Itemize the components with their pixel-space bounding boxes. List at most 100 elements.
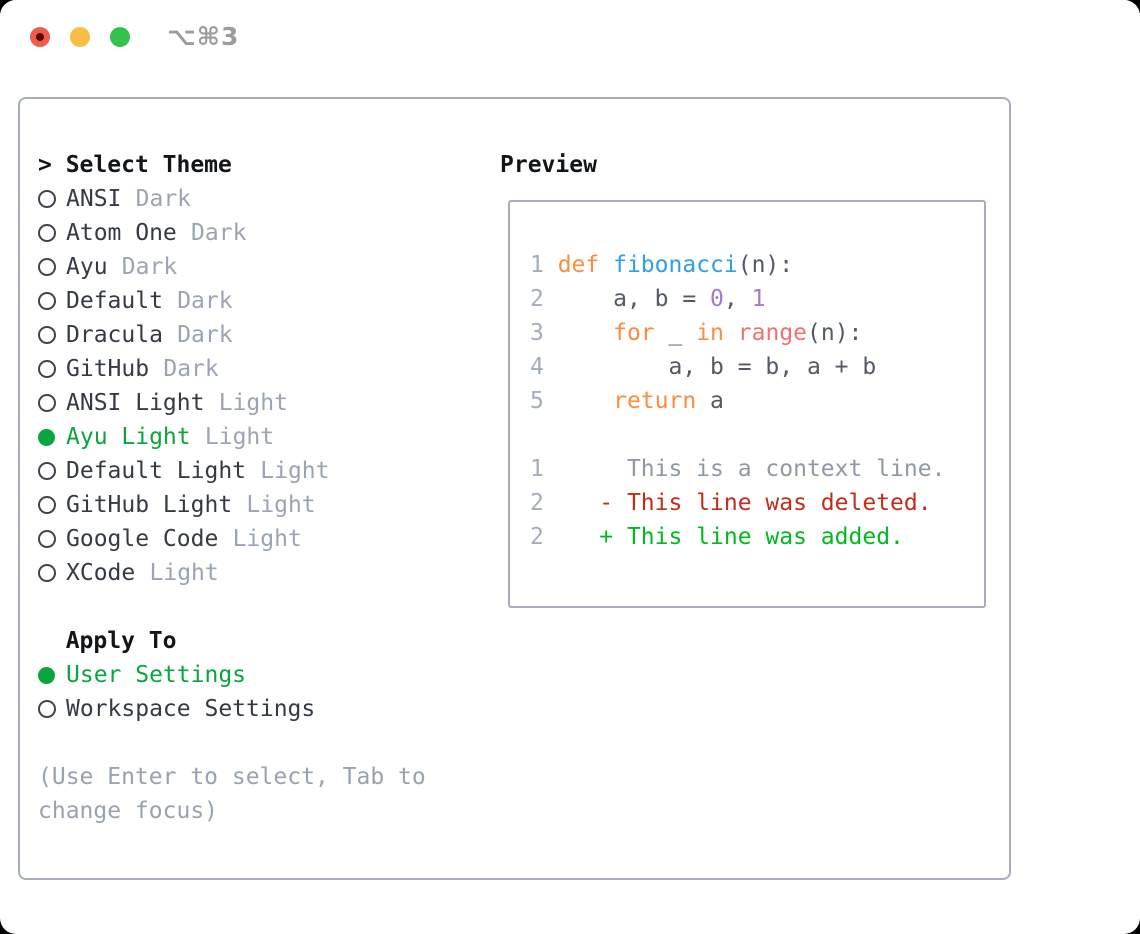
preview-line-context: 1 This is a context line.: [530, 452, 945, 486]
option-label: GitHub Light: [66, 492, 233, 518]
option-label: Dracula: [66, 322, 163, 348]
theme-option-ansi-light-light[interactable]: ANSI Light Light: [38, 386, 426, 420]
radio-cell: [38, 666, 66, 684]
radio-icon: [38, 360, 56, 378]
hint-line: (Use Enter to select, Tab to: [38, 764, 426, 790]
radio-selected-icon: [38, 428, 55, 446]
option-label: Default Light: [66, 458, 247, 484]
window-shortcut-label: ⌥⌘3: [167, 22, 240, 51]
radio-icon: [38, 190, 56, 208]
code-segment: [599, 252, 613, 278]
preview-line-code: 1 def fibonacci(n):: [530, 248, 945, 282]
radio-icon: [38, 462, 56, 480]
code-segment: 2: [530, 524, 544, 550]
code-segment: 5: [530, 388, 558, 414]
radio-cell: [38, 190, 66, 208]
apply-to-header: Apply To: [38, 624, 426, 658]
preview-line-added: 2 + This line was added.: [530, 520, 945, 554]
option-variant-label: Dark: [135, 186, 192, 212]
code-segment: [558, 320, 613, 346]
radio-selected-icon: [38, 666, 55, 684]
option-label: ANSI Light: [66, 390, 205, 416]
preview-line-deleted: 2 - This line was deleted.: [530, 486, 945, 520]
option-variant-label: Light: [149, 560, 219, 586]
option-variant-label: Light: [246, 492, 316, 518]
radio-cell: [38, 462, 66, 480]
preview-line-code: 3 for _ in range(n):: [530, 316, 945, 350]
close-button-dot-icon: [36, 33, 44, 41]
option-label: Default: [66, 288, 163, 314]
code-segment: - This line was deleted.: [599, 490, 932, 516]
apply-option-user-settings[interactable]: User Settings: [38, 658, 426, 692]
code-segment: _: [654, 320, 697, 346]
code-segment: a, b = b, a + b: [557, 354, 877, 380]
radio-cell: [38, 530, 66, 548]
theme-option-default-light-light[interactable]: Default Light Light: [38, 454, 426, 488]
radio-cell: [38, 258, 66, 276]
code-segment: [544, 524, 599, 550]
preview-line-code: 2 a, b = 0, 1: [530, 282, 945, 316]
option-variant-label: Light: [232, 526, 302, 552]
code-segment: 4: [530, 354, 558, 380]
radio-cell: [38, 394, 66, 412]
radio-icon: [38, 394, 56, 412]
radio-icon: [38, 530, 56, 548]
code-segment: a, b =: [557, 286, 711, 312]
code-segment: 1: [751, 286, 766, 312]
radio-icon: [38, 564, 56, 582]
header-label: Apply To: [65, 628, 177, 654]
preview-line-code: 4 a, b = b, a + b: [530, 350, 945, 384]
option-label: Ayu Light: [66, 424, 191, 450]
code-segment: def: [557, 252, 600, 278]
code-segment: This is a context line.: [543, 456, 946, 482]
theme-option-default-dark[interactable]: Default Dark: [38, 284, 426, 318]
header-indent: [38, 624, 66, 658]
option-variant-label: Light: [260, 458, 330, 484]
radio-cell: [38, 360, 66, 378]
blank-line: [38, 590, 426, 624]
header-label: Select Theme: [65, 152, 232, 178]
title-bar: ⌥⌘3: [0, 0, 1140, 74]
blank-line: [38, 726, 426, 760]
radio-icon: [38, 258, 56, 276]
option-variant-label: Light: [218, 390, 288, 416]
apply-option-workspace-settings[interactable]: Workspace Settings: [38, 692, 426, 726]
code-segment: return: [613, 388, 697, 414]
focus-caret: >: [38, 152, 66, 178]
radio-cell: [38, 564, 66, 582]
minimize-button[interactable]: [70, 27, 90, 47]
hint-line: change focus): [38, 798, 219, 824]
code-segment: a: [696, 388, 724, 414]
option-variant-label: Dark: [121, 254, 178, 280]
code-segment: [724, 320, 738, 346]
code-segment: range: [737, 320, 807, 346]
option-variant-label: Dark: [177, 288, 233, 314]
zoom-button[interactable]: [110, 27, 130, 47]
code-segment: + This line was added.: [599, 524, 904, 550]
code-segment: [558, 388, 613, 414]
theme-option-github-light-light[interactable]: GitHub Light Light: [38, 488, 426, 522]
option-variant-label: Light: [204, 424, 275, 450]
select-theme-header: > Select Theme: [38, 148, 426, 182]
option-variant-label: Dark: [191, 220, 247, 246]
theme-option-ayu-light-light[interactable]: Ayu Light Light: [38, 420, 426, 454]
radio-cell: [38, 700, 66, 718]
code-segment: 1: [530, 456, 544, 482]
code-segment: 2: [530, 286, 558, 312]
close-button[interactable]: [30, 27, 50, 47]
code-segment: 3: [530, 320, 558, 346]
code-segment: fibonacci: [613, 252, 738, 278]
radio-icon: [38, 496, 56, 514]
radio-cell: [38, 326, 66, 344]
